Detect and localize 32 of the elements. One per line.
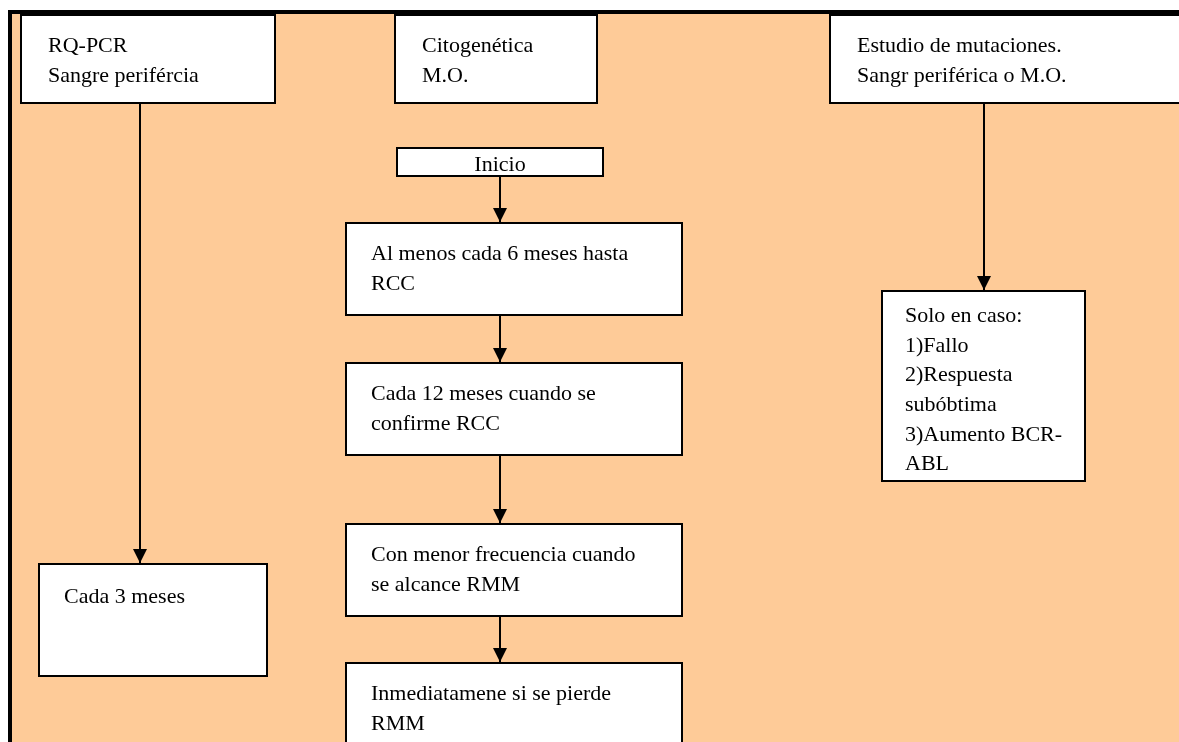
process-box [345,662,683,742]
box-text: Inmediatamene si se pierde RMM [371,679,613,737]
process-box [38,563,268,677]
box-text: RQ-PCR [48,31,129,59]
box-text: M.O. [422,60,470,89]
process-box [20,14,276,104]
box-text: Solo en caso: [905,301,1024,329]
box-text: Citogenética [422,31,535,59]
arrow [493,315,507,363]
arrow [493,616,507,663]
arrow [493,455,507,524]
box-text: Inicio [473,150,527,178]
box-text: Sangr periférica o M.O. [857,60,1068,89]
box-text: Sangre perifércia [48,60,200,89]
box-text: 3)Aumento BCR-ABL [905,419,1064,478]
box-text: Estudio de mutaciones. [857,31,1063,59]
process-box [345,362,683,456]
process-box [345,222,683,316]
process-box [345,523,683,617]
process-box [394,14,598,104]
process-box [396,147,604,177]
box-text: 1)Fallo [905,330,970,359]
process-box [829,14,1179,104]
box-text: 2)Respuesta subóbtima [905,360,1014,419]
arrow [493,176,507,223]
box-text: Cada 3 meses [64,582,186,610]
process-box [881,290,1086,482]
arrow [977,103,991,291]
box-text: Al menos cada 6 meses hasta RCC [371,239,630,297]
box-text: Con menor frecuencia cuando se alcance RMM [371,540,637,598]
box-text: Cada 12 meses cuando se confirme RCC [371,379,597,437]
arrow [133,103,147,564]
